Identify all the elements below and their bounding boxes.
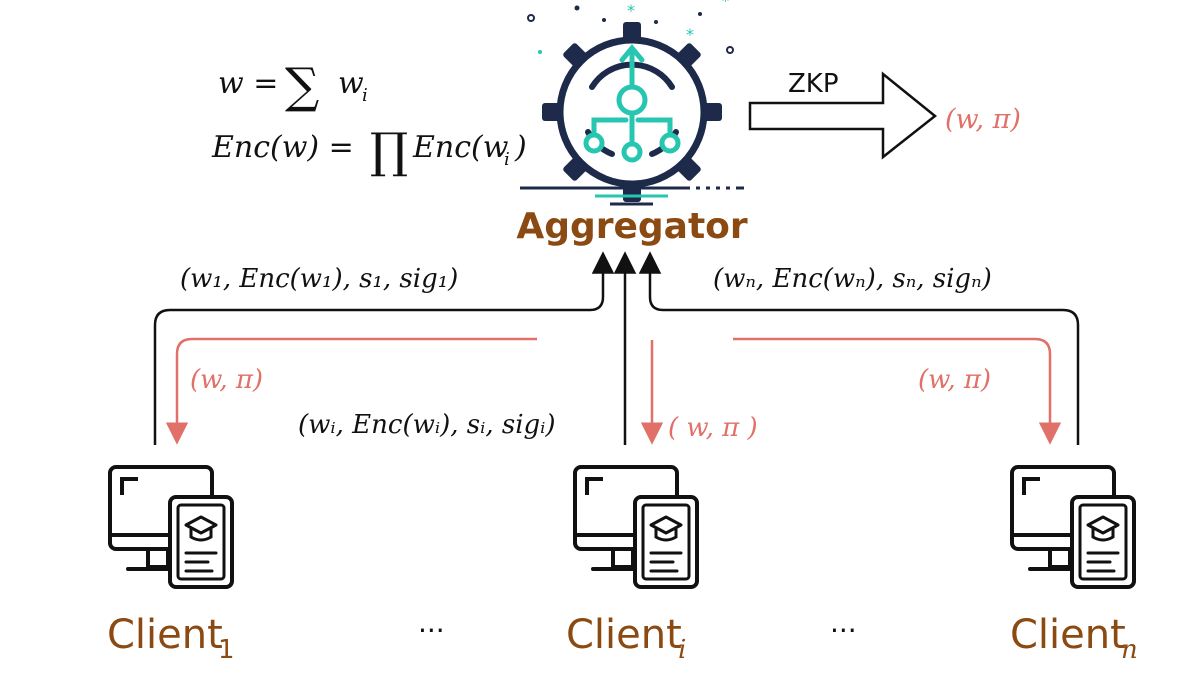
return-arrow-client1 (165, 337, 537, 445)
client-subscript: i (678, 635, 686, 665)
client-name: Client (107, 612, 223, 658)
client-subscript: n (1121, 635, 1138, 665)
prod-symbol: ∏ (370, 123, 408, 179)
sum-symbol: ∑ (285, 58, 319, 114)
sum-subscript: i (362, 85, 368, 106)
client-label-i: Client i (566, 612, 686, 665)
zkp-label: ZKP (788, 69, 839, 99)
client-label-n: Client n (1010, 612, 1138, 665)
clientn-upload-label: (wₙ, Enc(wₙ), sₙ, sigₙ) (713, 264, 992, 294)
client-computer-icon (108, 465, 234, 589)
prod-subscript: i (504, 149, 510, 170)
ellipsis-left: ··· (418, 614, 445, 647)
ellipsis-right: ··· (830, 614, 857, 647)
prod-rhs: Enc(w (412, 130, 509, 165)
sum-formula: w = ∑ w i (218, 58, 368, 114)
client-computer-icon (1010, 465, 1136, 589)
prod-close: ) (514, 130, 527, 165)
return-label-clienti: ( w, π ) (668, 413, 758, 443)
sum-lhs: w = (218, 66, 278, 101)
clienti-upload-label: (wᵢ, Enc(wᵢ), sᵢ, sigᵢ) (298, 410, 556, 440)
aggregator-gear-icon: * * * (520, 0, 744, 206)
client-computer-icon (573, 465, 699, 589)
aggregator-label: Aggregator (516, 206, 748, 247)
zkp-output: (w, π) (945, 104, 1021, 135)
client-label-1: Client 1 (107, 612, 235, 665)
upload-arrow-client1 (153, 251, 615, 445)
svg-text:*: * (722, 0, 729, 10)
return-arrow-clientn (733, 337, 1062, 445)
client-subscript: 1 (218, 635, 235, 665)
product-formula: Enc(w) = ∏ Enc(w i ) (211, 123, 527, 179)
client-name: Client (1010, 612, 1126, 658)
upload-arrow-clientn (638, 251, 1080, 445)
client1-upload-label: (w₁, Enc(w₁), s₁, sig₁) (180, 264, 458, 294)
return-label-clientn: (w, π) (918, 365, 991, 395)
zkp-arrow (748, 71, 938, 160)
svg-text:*: * (627, 1, 635, 20)
prod-lhs: Enc(w) = (211, 130, 354, 165)
return-label-client1: (w, π) (190, 365, 263, 395)
client-name: Client (566, 612, 682, 658)
sum-rhs: w (338, 66, 364, 101)
svg-text:*: * (686, 25, 694, 44)
